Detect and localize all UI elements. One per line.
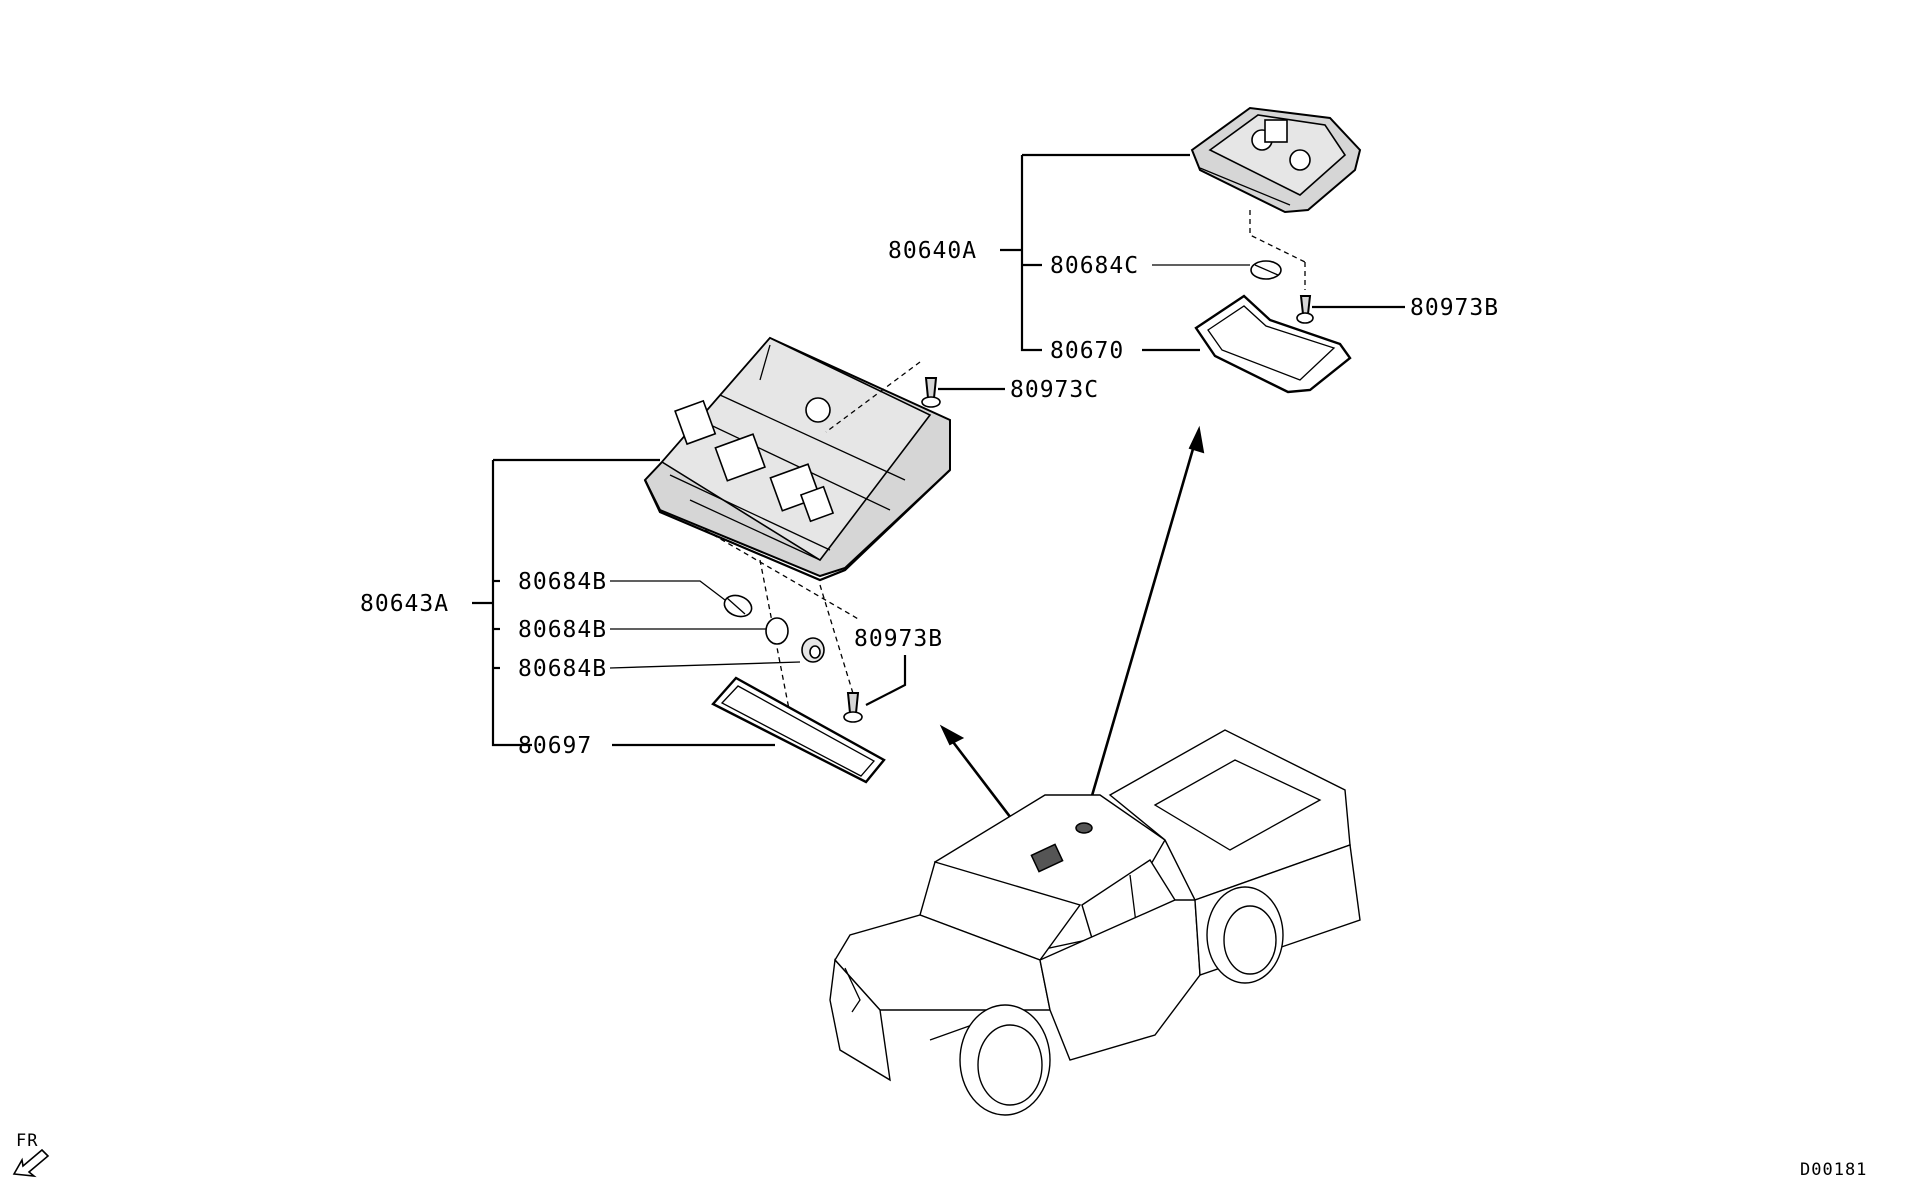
label-lens-rear: 80670	[1050, 338, 1124, 364]
rear-room-lamp-housing[interactable]	[1190, 106, 1362, 214]
label-bulb-2: 80684B	[518, 617, 607, 643]
label-screw-front-top: 80973C	[1010, 377, 1099, 403]
bulb-1-icon[interactable]	[721, 592, 754, 620]
direction-label: FR	[16, 1131, 38, 1151]
diagram-code: D00181	[1800, 1160, 1867, 1180]
pickup-truck-illustration	[829, 729, 1361, 1116]
screw-rear-icon[interactable]	[1296, 295, 1314, 324]
front-room-lamp-housing[interactable]	[643, 336, 951, 582]
label-screw-rear: 80973B	[1410, 295, 1499, 321]
bulb-2-icon[interactable]	[765, 617, 789, 645]
bulb-rear-icon[interactable]	[1250, 260, 1282, 280]
label-bulb-1: 80684B	[518, 569, 607, 595]
front-lens[interactable]	[711, 676, 886, 784]
label-assy-front: 80643A	[360, 591, 449, 617]
front-direction-indicator: FR	[12, 1131, 50, 1178]
label-lens-front: 80697	[518, 733, 592, 759]
rear-lens[interactable]	[1194, 294, 1352, 394]
screw-front-top-icon[interactable]	[921, 377, 941, 408]
arrow-to-rear-lamp	[1080, 425, 1205, 831]
label-bulb-3: 80684B	[518, 656, 607, 682]
bulb-3-icon[interactable]	[801, 637, 825, 663]
label-assy-rear: 80640A	[888, 238, 977, 264]
label-screw-front-bottom: 80973B	[854, 626, 943, 652]
screw-front-bottom-icon[interactable]	[843, 692, 863, 723]
front-arrow-icon	[12, 1148, 50, 1178]
label-bulb-rear: 80684C	[1050, 253, 1139, 279]
